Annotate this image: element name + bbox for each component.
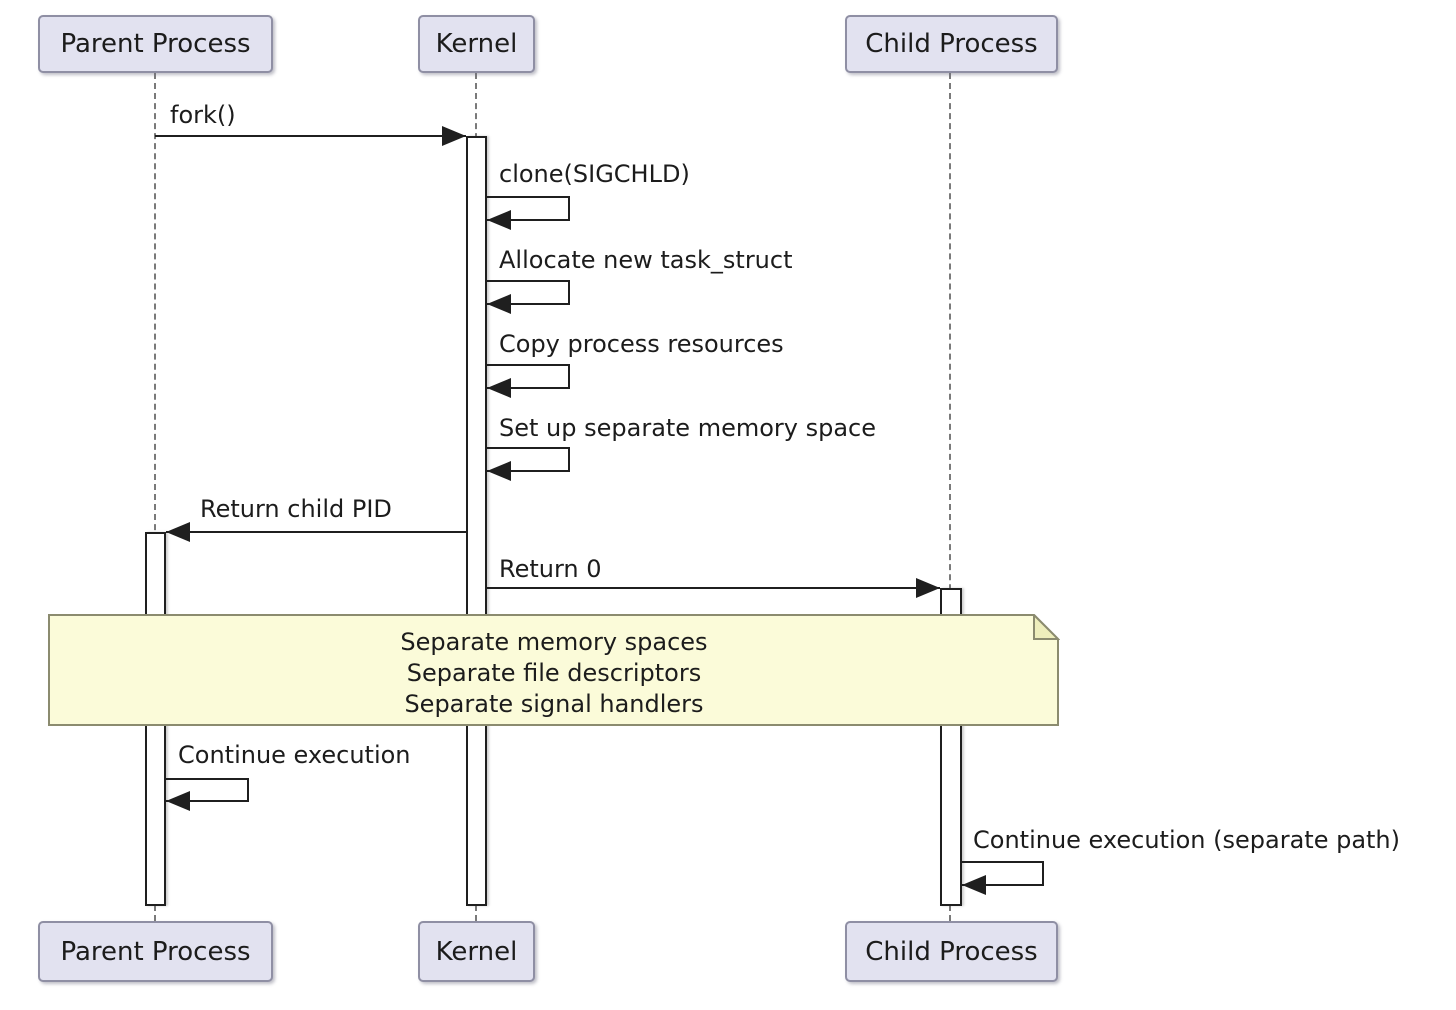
participant-label: Child Process xyxy=(865,29,1038,59)
note-line-2: Separate file descriptors xyxy=(406,659,702,687)
message-copy-label: Copy process resources xyxy=(499,330,784,358)
participant-label: Child Process xyxy=(865,936,1038,967)
message-return-child-pid-line xyxy=(166,531,466,533)
participant-child-process-top: Child Process xyxy=(845,15,1058,73)
message-setup-label: Set up separate memory space xyxy=(499,414,877,442)
message-continue-child-self-loop xyxy=(960,861,1044,886)
note-shape xyxy=(48,614,1060,726)
message-setup-self-loop xyxy=(485,447,570,472)
message-return-child-pid-label: Return child PID xyxy=(200,495,392,523)
participant-label: Kernel xyxy=(435,29,518,59)
arrowhead-left-icon xyxy=(487,210,511,230)
message-allocate-label: Allocate new task_struct xyxy=(499,246,793,274)
participant-child-process-bottom: Child Process xyxy=(845,921,1058,982)
message-continue-parent-self-loop xyxy=(164,778,249,802)
participant-parent-process-top: Parent Process xyxy=(38,15,273,73)
message-copy-self-loop xyxy=(485,364,570,389)
participant-kernel-top: Kernel xyxy=(418,15,535,73)
message-fork-line xyxy=(155,135,466,137)
arrowhead-right-icon xyxy=(442,126,466,146)
message-allocate-self-loop xyxy=(485,280,570,305)
arrowhead-left-icon xyxy=(166,522,190,542)
message-return-zero-label: Return 0 xyxy=(499,555,602,583)
arrowhead-right-icon xyxy=(916,578,940,598)
activation-bar-kernel xyxy=(466,136,487,906)
lifeline-child xyxy=(949,73,951,921)
message-clone-self-loop xyxy=(485,196,570,221)
note-line-1: Separate memory spaces xyxy=(400,628,708,656)
arrowhead-left-icon xyxy=(487,378,511,398)
message-clone-label: clone(SIGCHLD) xyxy=(499,160,690,188)
note-line-3: Separate signal handlers xyxy=(404,690,704,718)
participant-parent-process-bottom: Parent Process xyxy=(38,921,273,982)
participant-label: Parent Process xyxy=(60,29,251,59)
arrowhead-left-icon xyxy=(962,875,986,895)
arrowhead-left-icon xyxy=(166,791,190,811)
arrowhead-left-icon xyxy=(487,294,511,314)
message-continue-child-label: Continue execution (separate path) xyxy=(973,826,1401,854)
participant-label: Parent Process xyxy=(60,936,251,967)
lifeline-parent xyxy=(154,73,156,921)
message-fork-label: fork() xyxy=(170,101,236,129)
participant-label: Kernel xyxy=(435,936,518,967)
message-return-zero-line xyxy=(487,587,940,589)
note: Separate memory spaces Separate file des… xyxy=(48,616,1060,720)
arrowhead-left-icon xyxy=(487,461,511,481)
participant-kernel-bottom: Kernel xyxy=(418,921,535,982)
message-continue-parent-label: Continue execution xyxy=(178,741,411,769)
